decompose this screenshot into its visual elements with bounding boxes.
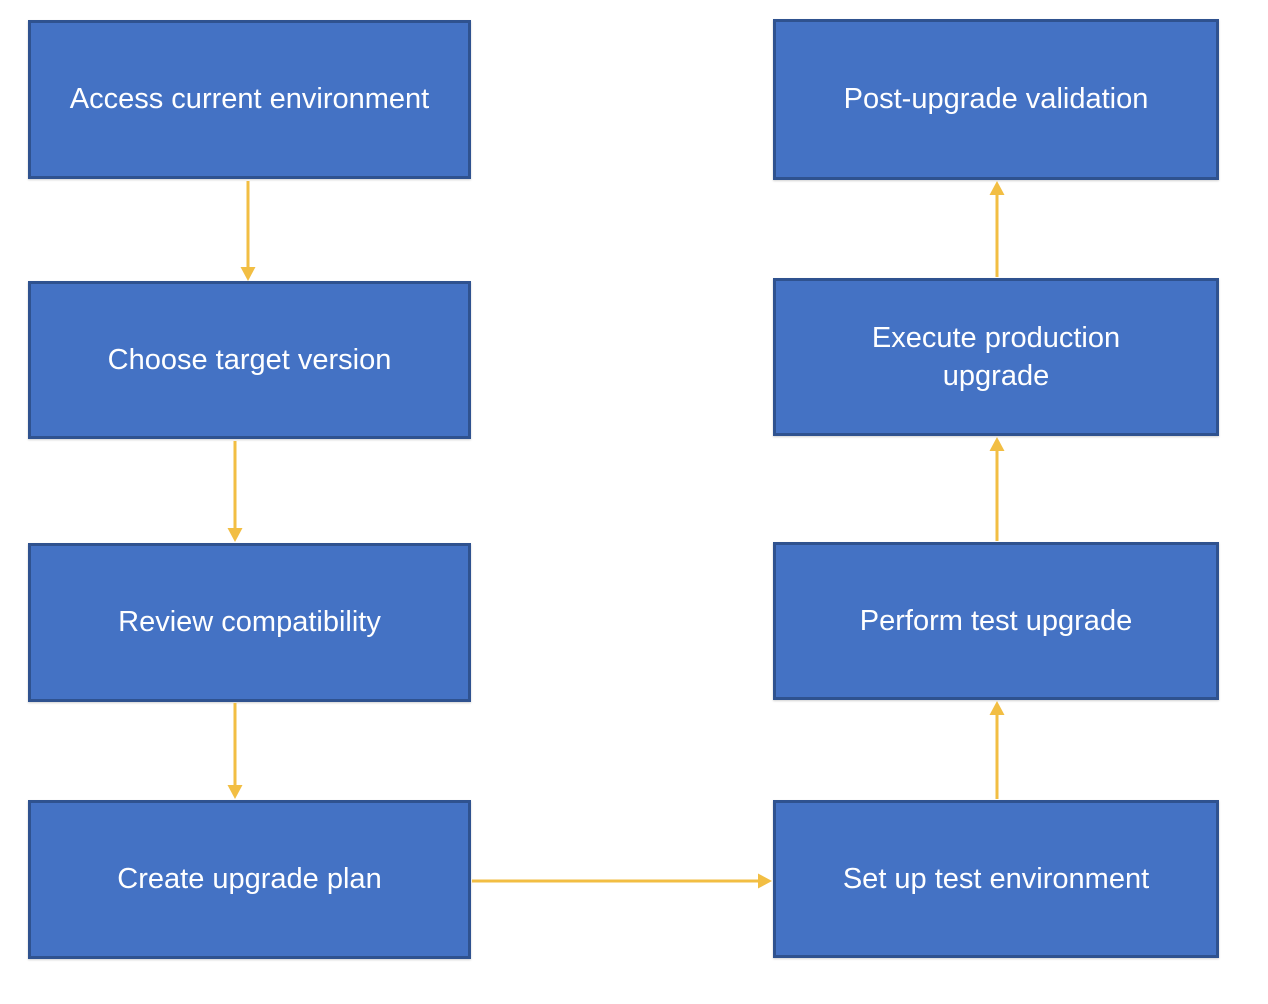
arrow-execute-to-validation	[989, 181, 1005, 277]
node-review-compatibility: Review compatibility	[28, 543, 471, 702]
node-label-create-upgrade-plan: Create upgrade plan	[117, 863, 382, 896]
node-label-post-upgrade-validation: Post-upgrade validation	[843, 83, 1149, 116]
arrow-setup-to-perform	[989, 701, 1005, 799]
arrow-access-to-choose	[240, 181, 256, 281]
node-label-perform-test-upgrade: Perform test upgrade	[859, 604, 1133, 637]
node-set-up-test-environment: Set up test environment	[773, 800, 1219, 958]
arrow-perform-to-execute	[989, 437, 1005, 541]
node-label-execute-production-upgrade: Execute production upgrade	[871, 321, 1121, 392]
node-label-choose-target-version: Choose target version	[107, 343, 392, 376]
arrow-choose-to-review	[227, 441, 243, 542]
arrow-create-to-setup	[472, 873, 772, 889]
node-label-set-up-test-environment: Set up test environment	[842, 862, 1150, 895]
node-create-upgrade-plan: Create upgrade plan	[28, 800, 471, 959]
node-post-upgrade-validation: Post-upgrade validation	[773, 19, 1219, 180]
node-label-review-compatibility: Review compatibility	[118, 606, 381, 639]
node-label-access-current-environment: Access current environment	[69, 83, 430, 116]
arrow-review-to-create	[227, 703, 243, 799]
node-perform-test-upgrade: Perform test upgrade	[773, 542, 1219, 700]
node-choose-target-version: Choose target version	[28, 281, 471, 439]
node-access-current-environment: Access current environment	[28, 20, 471, 179]
node-execute-production-upgrade: Execute production upgrade	[773, 278, 1219, 436]
